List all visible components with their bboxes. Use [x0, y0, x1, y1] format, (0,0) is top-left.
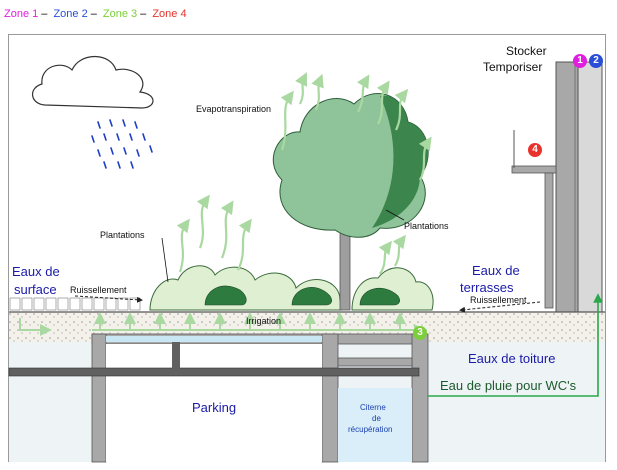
legend-sep: –: [140, 8, 147, 20]
dark-shrubs: [204, 285, 400, 306]
label-eau-de-pluie-wc: Eau de pluie pour WC's: [440, 378, 577, 393]
label-stocker: Stocker: [506, 44, 547, 58]
legend-zone-4: Zone 4: [152, 8, 187, 20]
label-eaux-de-terrasses-1: Eaux de: [472, 263, 520, 278]
rain-drops: [91, 119, 153, 169]
label-evapotranspiration: Evapotranspiration: [196, 104, 272, 114]
label-eaux-de-surface-1: Eaux de: [12, 264, 60, 279]
label-eaux-de-toiture: Eaux de toiture: [468, 351, 556, 366]
runoff-arrow-left: [74, 295, 143, 303]
zone-4-badge: 4: [528, 143, 542, 157]
label-plantations-left: Plantations: [100, 230, 145, 240]
label-parking: Parking: [192, 400, 237, 415]
legend-sep: –: [41, 8, 48, 20]
building: [511, 61, 603, 337]
label-citerne-1: Citerne: [360, 403, 386, 412]
legend-sep: –: [90, 8, 97, 20]
legend-zone-1: Zone 1: [4, 8, 39, 20]
parking-structure: [8, 333, 429, 463]
wc-pipe: [428, 293, 603, 397]
zone-2-badge: 2: [589, 54, 603, 68]
irrigation-arrows: [19, 312, 426, 336]
runoff-arrow-right: [459, 301, 541, 313]
label-irrigation: Irrigation: [246, 316, 282, 326]
legend-zone-3: Zone 3: [102, 8, 138, 20]
label-plantations-right: Plantations: [404, 221, 449, 231]
legend-zone-2: Zone 2: [53, 8, 88, 20]
zone-legend: Zone 1– Zone 2– Zone 3– Zone 4: [4, 8, 190, 20]
evapotranspiration-arrows: [176, 72, 432, 275]
label-eaux-de-terrasses-2: terrasses: [460, 280, 514, 295]
zone-1-badge: 1: [573, 54, 587, 68]
label-ruissellement-left: Ruissellement: [70, 285, 127, 295]
label-temporiser: Temporiser: [483, 60, 543, 74]
label-eaux-de-surface-2: surface: [14, 282, 57, 297]
label-citerne-3: récupération: [348, 425, 393, 434]
label-ruissellement-right: Ruissellement: [470, 295, 527, 305]
zone-3-badge: 3: [413, 326, 427, 340]
cloud-icon: [32, 56, 154, 109]
label-citerne-2: de: [372, 414, 381, 423]
